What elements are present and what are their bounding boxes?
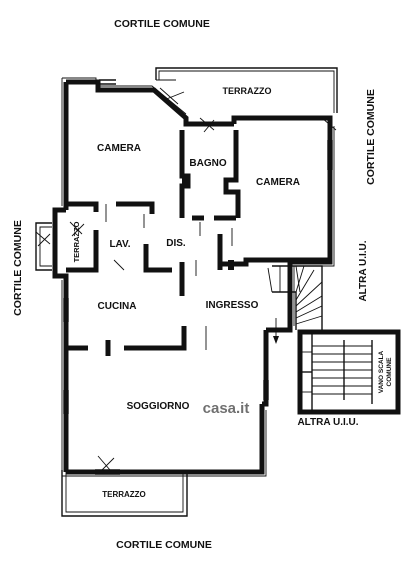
exterior-walls (52, 79, 333, 475)
neighbor-unit-right-label: ALTRA U.I.U. (358, 240, 369, 301)
exterior-outline (61, 77, 335, 477)
internal-stair (272, 265, 323, 344)
room-label-terrazzo-top: TERRAZZO (223, 86, 272, 96)
terrace-bottom (61, 470, 188, 517)
room-label-soggiorno: SOGGIORNO (127, 401, 190, 412)
room-label-camera-left: CAMERA (97, 143, 141, 154)
room-label-terrazzo-bottom: TERRAZZO (102, 490, 146, 499)
room-label-lav: LAV. (109, 239, 130, 250)
columns (180, 176, 234, 292)
room-label-dis: DIS. (166, 238, 186, 249)
courtyard-bottom-label: CORTILE COMUNE (116, 539, 212, 551)
windows (63, 79, 333, 475)
common-stair-well (297, 329, 401, 415)
room-label-terrazzo-left: TERRAZZO (72, 221, 81, 262)
stair-label-line-1: VANO SCALA (378, 350, 385, 393)
stair-label-line-2: COMUNE (386, 357, 393, 387)
doors (35, 87, 337, 471)
room-label-cucina: CUCINA (98, 301, 137, 312)
neighbor-unit-bottom-label: ALTRA U.I.U. (297, 417, 358, 428)
watermark: casa.it (203, 400, 250, 417)
courtyard-top-label: CORTILE COMUNE (114, 18, 210, 30)
courtyard-right-label: CORTILE COMUNE (365, 89, 377, 185)
room-label-ingresso: INGRESSO (206, 300, 259, 311)
terrace-left (35, 222, 52, 271)
courtyard-left-label: CORTILE COMUNE (12, 220, 24, 316)
terrace-top (155, 67, 338, 113)
room-label-bagno: BAGNO (189, 158, 226, 169)
room-label-camera-right: CAMERA (256, 177, 300, 188)
